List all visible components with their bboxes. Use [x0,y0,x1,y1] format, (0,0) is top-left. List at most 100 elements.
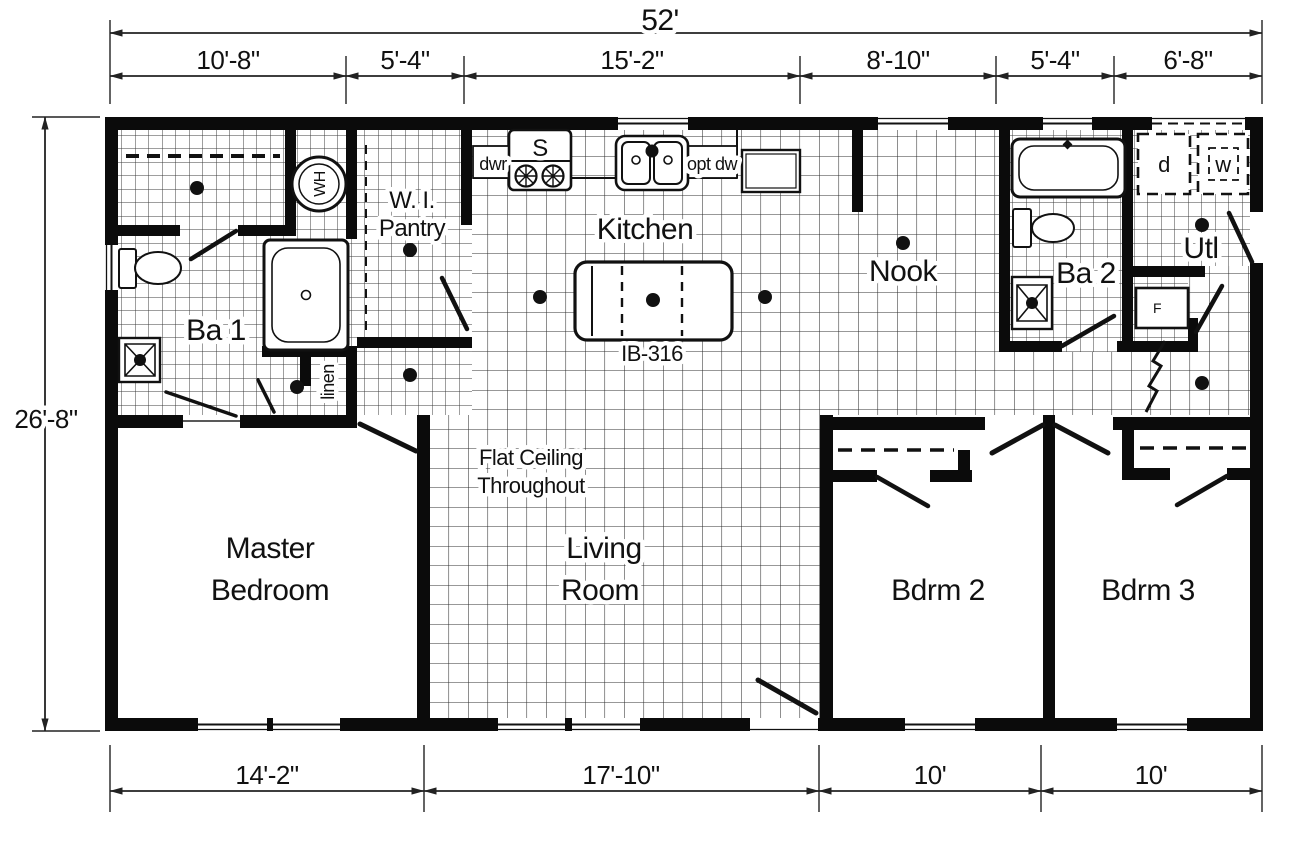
master-bedroom-label-line2: Bedroom [211,574,329,607]
light-dot [403,368,417,382]
dim-left-depth: 26'-8" [14,404,78,434]
light-dot [403,243,417,257]
wall-segment [1122,468,1170,480]
utility-label: Utl [1183,232,1218,265]
water-heater [290,155,348,213]
wall-segment [1122,428,1134,480]
dim-top-2: 5'-4" [380,45,430,75]
dryer-label: d [1158,152,1170,177]
washer [1196,132,1250,196]
ceiling-note-line2: Throughout [477,473,585,498]
furnace-label: F [1153,300,1161,316]
fixtures [117,128,1250,452]
light-dot [190,181,204,195]
wall-segment [820,417,985,430]
annotations: Flat Ceiling Throughout IB-316 dwr S opt… [312,131,1232,503]
door-swing [874,474,931,509]
wall-segment [820,415,833,718]
door-swing [1052,422,1111,456]
room-labels: Master Bedroom Living Room Kitchen Nook … [182,183,1224,612]
dim-top-5: 5'-4" [1030,45,1080,75]
living-room-label-line2: Room [561,574,639,607]
bathtub [1010,137,1127,199]
window [1117,718,1187,731]
wall-segment [1113,417,1263,430]
wall-segment [357,337,472,348]
door-swing [755,677,819,716]
dim-bottom-4: 10' [1135,760,1167,790]
dim-top-1: 10'-8" [196,45,260,75]
window [198,718,267,731]
washer-label: w [1214,152,1231,177]
wall-segment [1188,318,1198,352]
door-swing [1059,313,1117,349]
double-sink [614,134,690,192]
window [105,245,118,290]
wall-segment [240,415,357,428]
wall-segment [1227,468,1263,480]
ceiling-lights [190,181,1209,394]
dim-top-6: 6'-8" [1163,45,1213,75]
wall-segment [417,415,430,718]
window [1152,117,1245,130]
door-swing [1193,283,1225,335]
wall-segment [1122,117,1133,352]
wall-segment [300,346,311,386]
window [878,117,948,130]
living-floor [430,415,820,718]
toilet [1012,208,1075,248]
master-bedroom-label-line1: Master [226,532,315,565]
dim-bottom-3: 10' [914,760,946,790]
island-model-label: IB-316 [621,341,683,366]
kitchen-label: Kitchen [597,213,694,246]
door-swing [188,228,239,262]
toilet [118,248,182,289]
window [618,117,688,130]
wall-segment [1133,266,1205,277]
door-swings [164,210,1255,716]
door-opening [1250,212,1263,263]
wall-segment [1133,341,1198,352]
kitchen-counter [472,128,802,194]
dim-bottom-1: 14'-2" [235,760,299,790]
door-swing [439,275,470,332]
linen-label: linen [318,364,338,400]
dimensions: 52' 10'-8" 5'-4" 15'-2" 8'-10" 5'-4" 6'-… [10,0,1263,812]
dishwasher-cabinet [687,145,738,179]
wall-segment [1117,341,1133,352]
water-heater-label: WH [312,171,329,197]
door-opening [750,718,818,731]
interior-walls [118,117,1263,718]
light-dot [758,290,772,304]
wall-segment [118,415,183,428]
electrical-panel-mark [1144,340,1167,413]
drawer-label: dwr [479,154,507,174]
sink-vanity [1010,275,1054,331]
wall-segment [238,225,296,236]
furnace [1134,286,1190,330]
bedroom3-label: Bdrm 3 [1101,574,1195,607]
light-dot [1195,218,1209,232]
ceiling-note-line1: Flat Ceiling [479,445,583,470]
wall-segment [958,450,970,482]
dim-top-3: 15'-2" [600,45,664,75]
window [1043,117,1092,130]
wall-segment [852,117,863,212]
door-swing [1174,473,1230,508]
light-dot [533,290,547,304]
dimension-top-segments: 10'-8" 5'-4" 15'-2" 8'-10" 5'-4" 6'-8" [109,41,1263,104]
refrigerator [740,148,802,194]
dimension-overall-width: 52' [109,0,1263,104]
dim-top-4: 8'-10" [866,45,930,75]
dimension-left-depth: 26'-8" [10,116,100,732]
pantry-floor [357,130,472,415]
opt-dishwasher-label: opt dw [687,154,739,174]
light-dot [896,236,910,250]
dim-bottom-2: 17'-10" [582,760,659,790]
drawer-cabinet [472,145,514,179]
bath2-label: Ba 2 [1056,257,1116,290]
range-stove [507,128,573,192]
door-swing [256,378,276,414]
wall-segment [832,470,877,482]
